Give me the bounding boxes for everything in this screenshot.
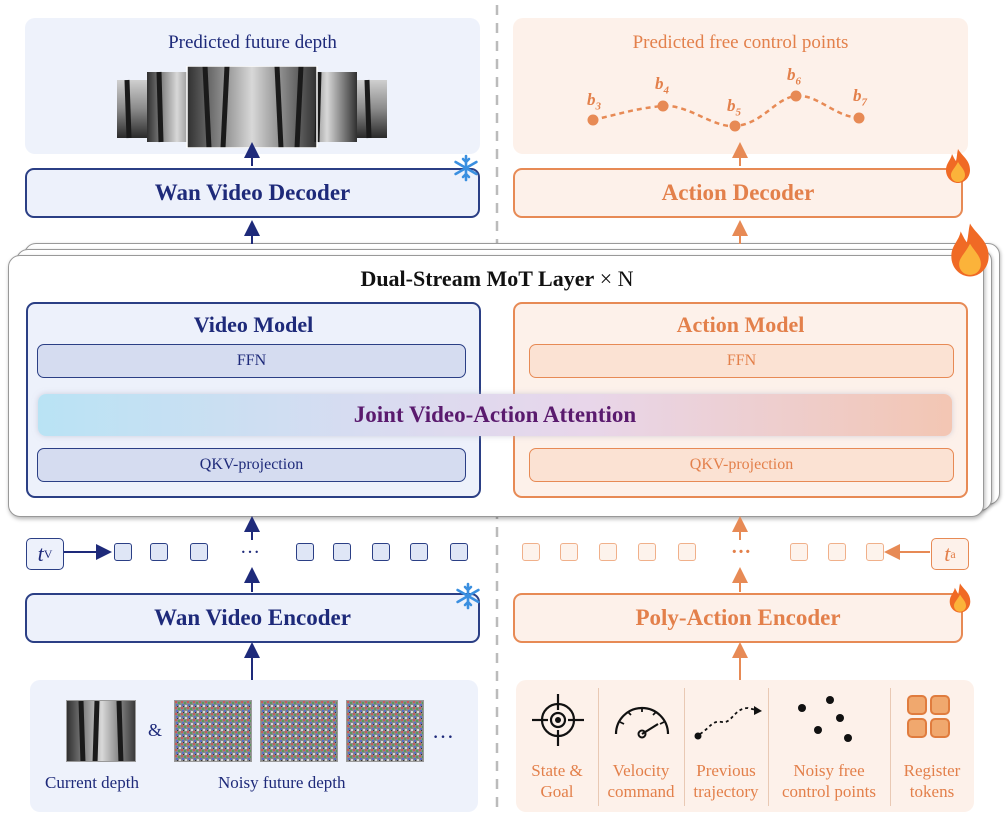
separator bbox=[598, 688, 599, 806]
noisy-depth-frame bbox=[174, 700, 252, 762]
action-token bbox=[828, 543, 846, 561]
noisy-depth-frame bbox=[346, 700, 424, 762]
separator bbox=[768, 688, 769, 806]
video-ffn: FFN bbox=[37, 344, 466, 378]
action-decoder-label: Action Decoder bbox=[661, 180, 815, 205]
crosshair-icon bbox=[532, 694, 584, 746]
action-model-label: Action Model bbox=[676, 312, 805, 337]
wan-video-encoder: Wan Video Encoder bbox=[25, 593, 480, 643]
joint-attention-bar: Joint Video-Action Attention bbox=[38, 394, 952, 436]
action-token bbox=[560, 543, 578, 561]
action-qkv-projection: QKV-projection bbox=[529, 448, 954, 482]
current-depth-image bbox=[66, 700, 136, 762]
action-output-title: Predicted free control points bbox=[632, 32, 849, 53]
action-token bbox=[678, 543, 696, 561]
video-token bbox=[150, 543, 168, 561]
action-decoder: Action Decoder bbox=[513, 168, 963, 218]
joint-attention-label: Joint Video-Action Attention bbox=[353, 402, 637, 427]
mot-layer-title: Dual-Stream MoT Layer × N bbox=[360, 266, 634, 291]
video-token bbox=[114, 543, 132, 561]
action-token bbox=[599, 543, 617, 561]
control-point-marker bbox=[657, 100, 669, 112]
action-ffn: FFN bbox=[529, 344, 954, 378]
control-point-marker bbox=[853, 112, 865, 124]
action-output-panel: Predicted free control points b3 b4 b5 b… bbox=[513, 18, 968, 154]
fire-icon bbox=[949, 583, 971, 613]
ampersand: & bbox=[148, 720, 163, 740]
video-token bbox=[410, 543, 428, 561]
wan-video-encoder-label: Wan Video Encoder bbox=[154, 605, 351, 630]
poly-action-encoder: Poly-Action Encoder bbox=[513, 593, 963, 643]
video-input-panel: & … Current depth Noisy future depth bbox=[30, 680, 478, 812]
video-output-panel: Predicted future depth bbox=[25, 18, 480, 154]
fire-icon bbox=[946, 149, 970, 183]
poly-action-encoder-label: Poly-Action Encoder bbox=[635, 605, 841, 630]
video-token bbox=[296, 543, 314, 561]
separator bbox=[684, 688, 685, 806]
control-point-label-b6: b6 bbox=[787, 65, 801, 88]
fire-icon bbox=[951, 223, 989, 277]
control-point-label-b4: b4 bbox=[655, 74, 669, 97]
input-label-state-goal: State &Goal bbox=[531, 761, 583, 801]
wan-video-decoder-label: Wan Video Decoder bbox=[154, 180, 351, 205]
wan-video-decoder: Wan Video Decoder bbox=[25, 168, 480, 218]
control-point-label-b5: b5 bbox=[727, 96, 741, 119]
video-token bbox=[450, 543, 468, 561]
action-token bbox=[638, 543, 656, 561]
video-token bbox=[333, 543, 351, 561]
control-point-marker bbox=[729, 120, 741, 132]
video-token bbox=[190, 543, 208, 561]
predicted-depth-frames bbox=[117, 65, 387, 153]
noisy-future-depth-label: Noisy future depth bbox=[218, 773, 346, 792]
video-qkv-projection: QKV-projection bbox=[37, 448, 466, 482]
video-model-label: Video Model bbox=[193, 312, 314, 337]
separator bbox=[890, 688, 891, 806]
snowflake-icon bbox=[456, 582, 480, 610]
grid-tokens-icon bbox=[907, 695, 950, 738]
action-token bbox=[790, 543, 808, 561]
control-point-label-b7: b7 bbox=[853, 86, 867, 109]
video-output-title: Predicted future depth bbox=[168, 32, 337, 53]
current-depth-label: Current depth bbox=[45, 773, 139, 792]
speedometer-icon bbox=[614, 706, 670, 739]
noisy-frames-ellipsis: … bbox=[432, 718, 454, 743]
control-point-marker bbox=[587, 114, 599, 126]
control-point-label-b3: b3 bbox=[587, 90, 601, 113]
action-token-ellipsis: … bbox=[731, 536, 751, 558]
noisy-depth-frame bbox=[260, 700, 338, 762]
snowflake-icon bbox=[454, 154, 478, 182]
trajectory-icon bbox=[694, 706, 762, 740]
control-point-marker bbox=[790, 90, 802, 102]
action-token bbox=[866, 543, 884, 561]
video-token bbox=[372, 543, 390, 561]
video-token-ellipsis: … bbox=[240, 536, 260, 558]
scatter-points-icon bbox=[798, 696, 852, 742]
control-point-curve bbox=[587, 90, 865, 132]
action-token bbox=[522, 543, 540, 561]
